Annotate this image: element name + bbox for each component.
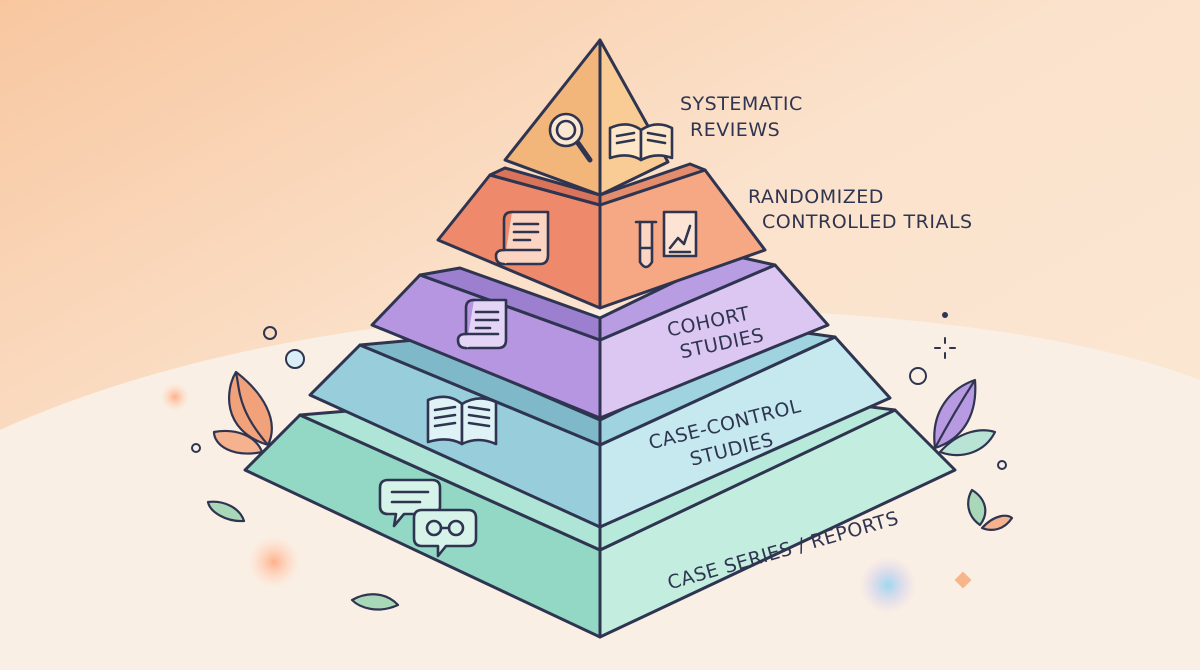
magnifier-icon — [548, 112, 593, 163]
label-line: RANDOMIZED — [748, 186, 884, 208]
label-line: REVIEWS — [690, 119, 780, 141]
label-line: SYSTEMATIC — [680, 93, 803, 115]
glow-blob — [248, 536, 300, 588]
right-leaves — [933, 378, 1014, 531]
bubble-icon — [285, 349, 305, 369]
label-line: CONTROLLED TRIALS — [762, 211, 973, 233]
label-systematic-reviews: SYSTEMATIC REVIEWS — [680, 93, 809, 141]
level-top-band — [598, 162, 707, 207]
scroll-icon — [456, 298, 508, 350]
glow-blob — [161, 383, 189, 411]
glasses-icon — [412, 508, 478, 558]
pyramid — [243, 38, 957, 639]
test-tube-chart-icon — [634, 210, 698, 269]
glow-blob — [860, 557, 916, 613]
scroll-icon — [494, 210, 550, 266]
label-randomized-controlled-trials: RANDOMIZED CONTROLLED TRIALS — [748, 186, 973, 233]
left-leaves — [206, 370, 400, 611]
speech-bubble-icon — [378, 478, 442, 528]
bubble-icon — [263, 326, 277, 340]
icons — [378, 112, 698, 558]
sparkle-icon — [934, 337, 956, 359]
open-book-icon — [608, 123, 674, 162]
dot-icon — [942, 312, 948, 318]
bubble-icon — [191, 443, 201, 453]
diamond-shape — [954, 571, 972, 589]
bubble-icon — [909, 367, 927, 385]
open-book-icon — [426, 395, 498, 446]
bubble-icon — [997, 460, 1007, 470]
decorations — [161, 312, 1014, 613]
